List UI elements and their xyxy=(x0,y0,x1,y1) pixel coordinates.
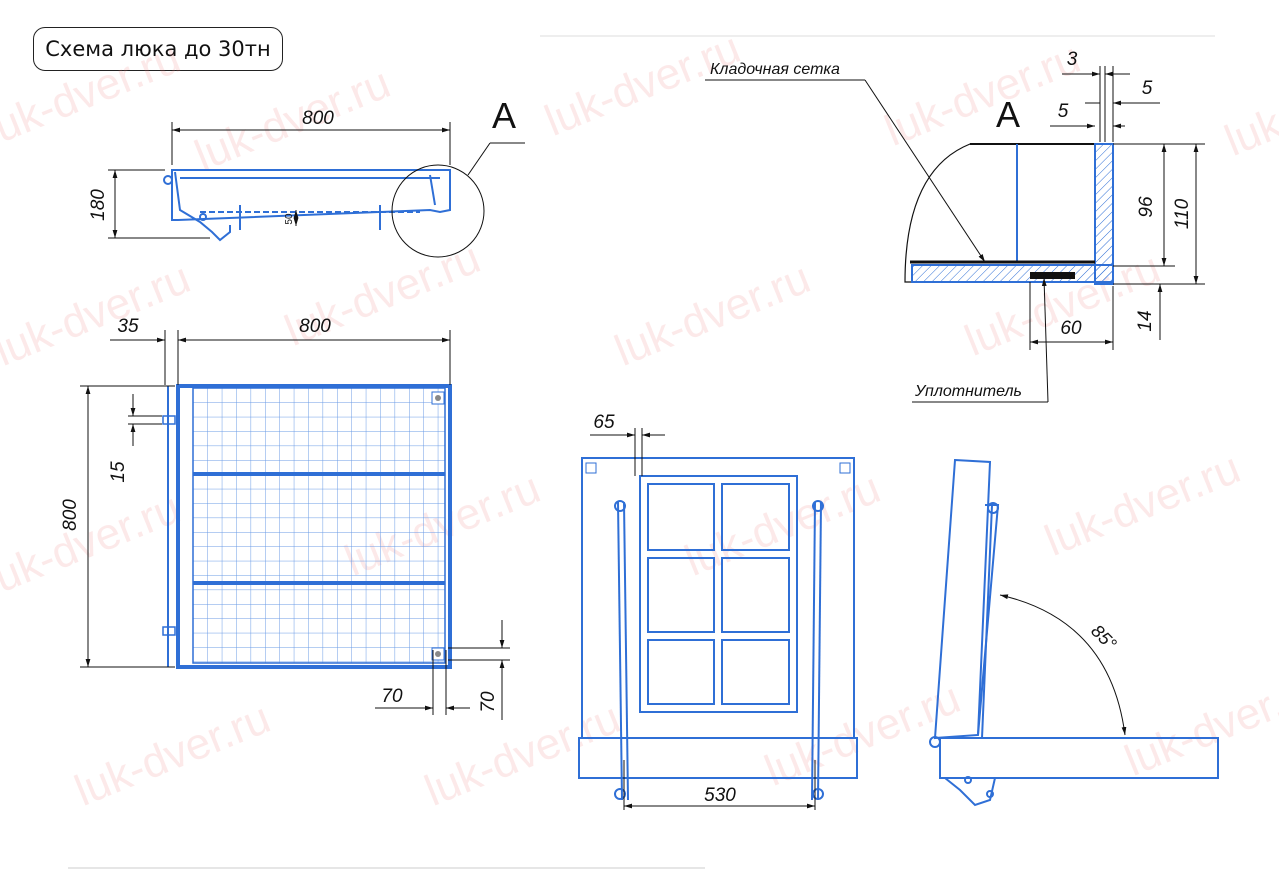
detail-marker-a: A xyxy=(492,95,516,136)
top-view xyxy=(162,384,452,669)
front-top-label: 65 xyxy=(593,412,615,433)
front-bottom-label: 530 xyxy=(704,785,736,806)
seal-label: Уплотнитель xyxy=(914,383,1022,400)
detail-a-section xyxy=(904,143,1114,285)
dim-60: 60 xyxy=(1060,318,1082,339)
dim-14: 14 xyxy=(1135,310,1156,331)
side-height-label: 180 xyxy=(88,189,109,221)
angle-arc xyxy=(999,594,1127,736)
dim-96: 96 xyxy=(1136,196,1157,218)
dim-3: 3 xyxy=(1067,49,1078,70)
top-view-dimensions xyxy=(80,330,510,720)
corner-y-label: 70 xyxy=(478,691,499,713)
top-height-label: 800 xyxy=(60,499,81,531)
corner-x-label: 70 xyxy=(381,686,403,707)
side-view xyxy=(163,169,451,242)
front-view xyxy=(578,457,858,801)
diagram-title: Схема люка до 30тн xyxy=(33,27,283,71)
side-width-label: 800 xyxy=(302,108,334,129)
top-width-label: 800 xyxy=(299,316,331,337)
detail-a-title: A xyxy=(996,94,1020,135)
detail-a-dimensions xyxy=(705,66,1205,403)
side-inner-label: 50 xyxy=(284,213,295,225)
dim-110: 110 xyxy=(1172,198,1193,229)
open-side-view xyxy=(929,458,1219,807)
mesh-label: Кладочная сетка xyxy=(710,61,840,78)
side-view-dimensions xyxy=(108,122,525,258)
dim-5-left: 5 xyxy=(1058,101,1069,122)
top-offset-label: 35 xyxy=(117,316,139,337)
front-view-dimensions xyxy=(590,428,816,810)
grid-step-label: 15 xyxy=(108,461,129,483)
dim-5-right: 5 xyxy=(1142,78,1153,99)
